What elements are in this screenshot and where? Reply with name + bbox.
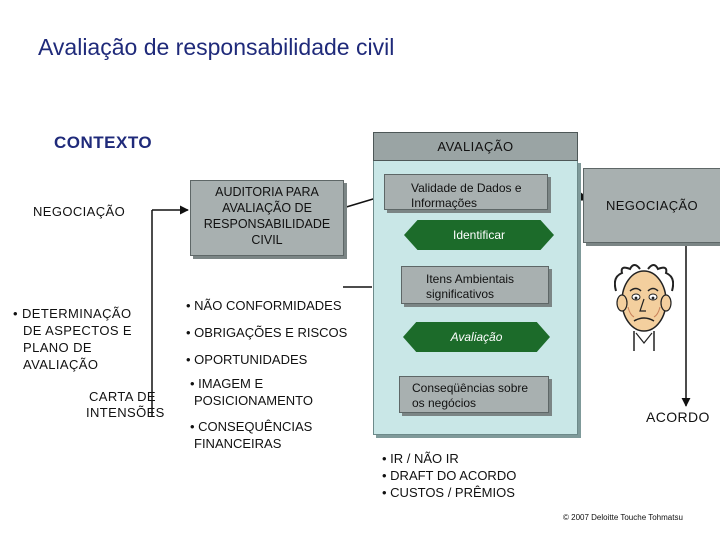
carta-text: CARTA DE INTENSÕES — [86, 389, 165, 420]
negociacao-right-box: NEGOCIAÇÃO — [583, 168, 720, 243]
avaliacao-step: Avaliação — [403, 322, 550, 352]
consequencias-negocios-box: Conseqüências sobre os negócios — [399, 376, 549, 413]
bullet-imagem: • IMAGEM E POSICIONAMENTO — [190, 376, 313, 408]
worried-face-icon — [614, 264, 674, 351]
contexto-heading: CONTEXTO — [54, 133, 153, 152]
copyright-text: © 2007 Deloitte Touche Tohmatsu — [563, 513, 683, 522]
page-title: Avaliação de responsabilidade civil — [38, 34, 395, 60]
bullet-nao-conformidades: • NÃO CONFORMIDADES — [186, 298, 342, 313]
result-custos: • CUSTOS / PRÊMIOS — [382, 485, 515, 500]
middle-bullet-list: • NÃO CONFORMIDADES • OBRIGAÇÕES E RISCO… — [186, 297, 347, 368]
identificar-step: Identificar — [404, 220, 554, 250]
bullet-oportunidades: • OPORTUNIDADES — [186, 352, 308, 367]
bullet-consequencias-financeiras: • CONSEQUÊNCIAS FINANCEIRAS — [190, 419, 313, 451]
results-list: • IR / NÃO IR • DRAFT DO ACORDO • CUSTOS… — [382, 450, 516, 501]
result-ir: • IR / NÃO IR — [382, 451, 459, 466]
result-draft: • DRAFT DO ACORDO — [382, 468, 517, 483]
auditoria-box: AUDITORIA PARA AVALIAÇÃO DE RESPONSABILI… — [190, 180, 344, 256]
acordo-label: ACORDO — [646, 409, 710, 425]
avaliacao-header: AVALIAÇÃO — [373, 132, 578, 161]
bullet-obrigacoes: • OBRIGAÇÕES E RISCOS — [186, 325, 348, 340]
validade-box: Validade de Dados e Informações — [384, 174, 548, 210]
itens-ambientais-box: Itens Ambientais significativos — [401, 266, 549, 304]
negociacao-left-label: NEGOCIAÇÃO — [33, 204, 126, 219]
determinacao-text: • DETERMINAÇÃO DE ASPECTOS E PLANO DE AV… — [13, 306, 132, 372]
